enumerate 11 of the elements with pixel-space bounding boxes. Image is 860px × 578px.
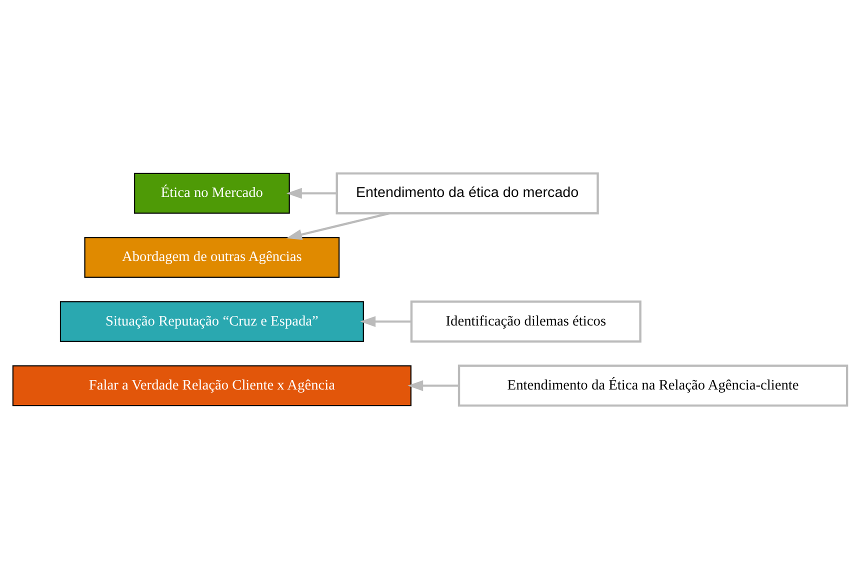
node-box: Identificação dilemas éticos: [410, 300, 642, 342]
arrow: [286, 187, 337, 198]
node-box: Abordagem de outras Agências: [84, 236, 340, 278]
node-box: Falar a Verdade Relação Cliente x Agência: [12, 364, 412, 406]
arrow: [408, 380, 459, 391]
node-box: Entendimento da Ética na Relação Agência-cliente: [458, 364, 848, 406]
node-box: Ética no Mercado: [134, 172, 290, 214]
node-box: Situação Reputação “Cruz e Espada”: [60, 300, 364, 342]
node-box: Entendimento da ética do mercado: [336, 172, 599, 214]
arrow: [286, 212, 390, 240]
arrow: [360, 316, 412, 326]
